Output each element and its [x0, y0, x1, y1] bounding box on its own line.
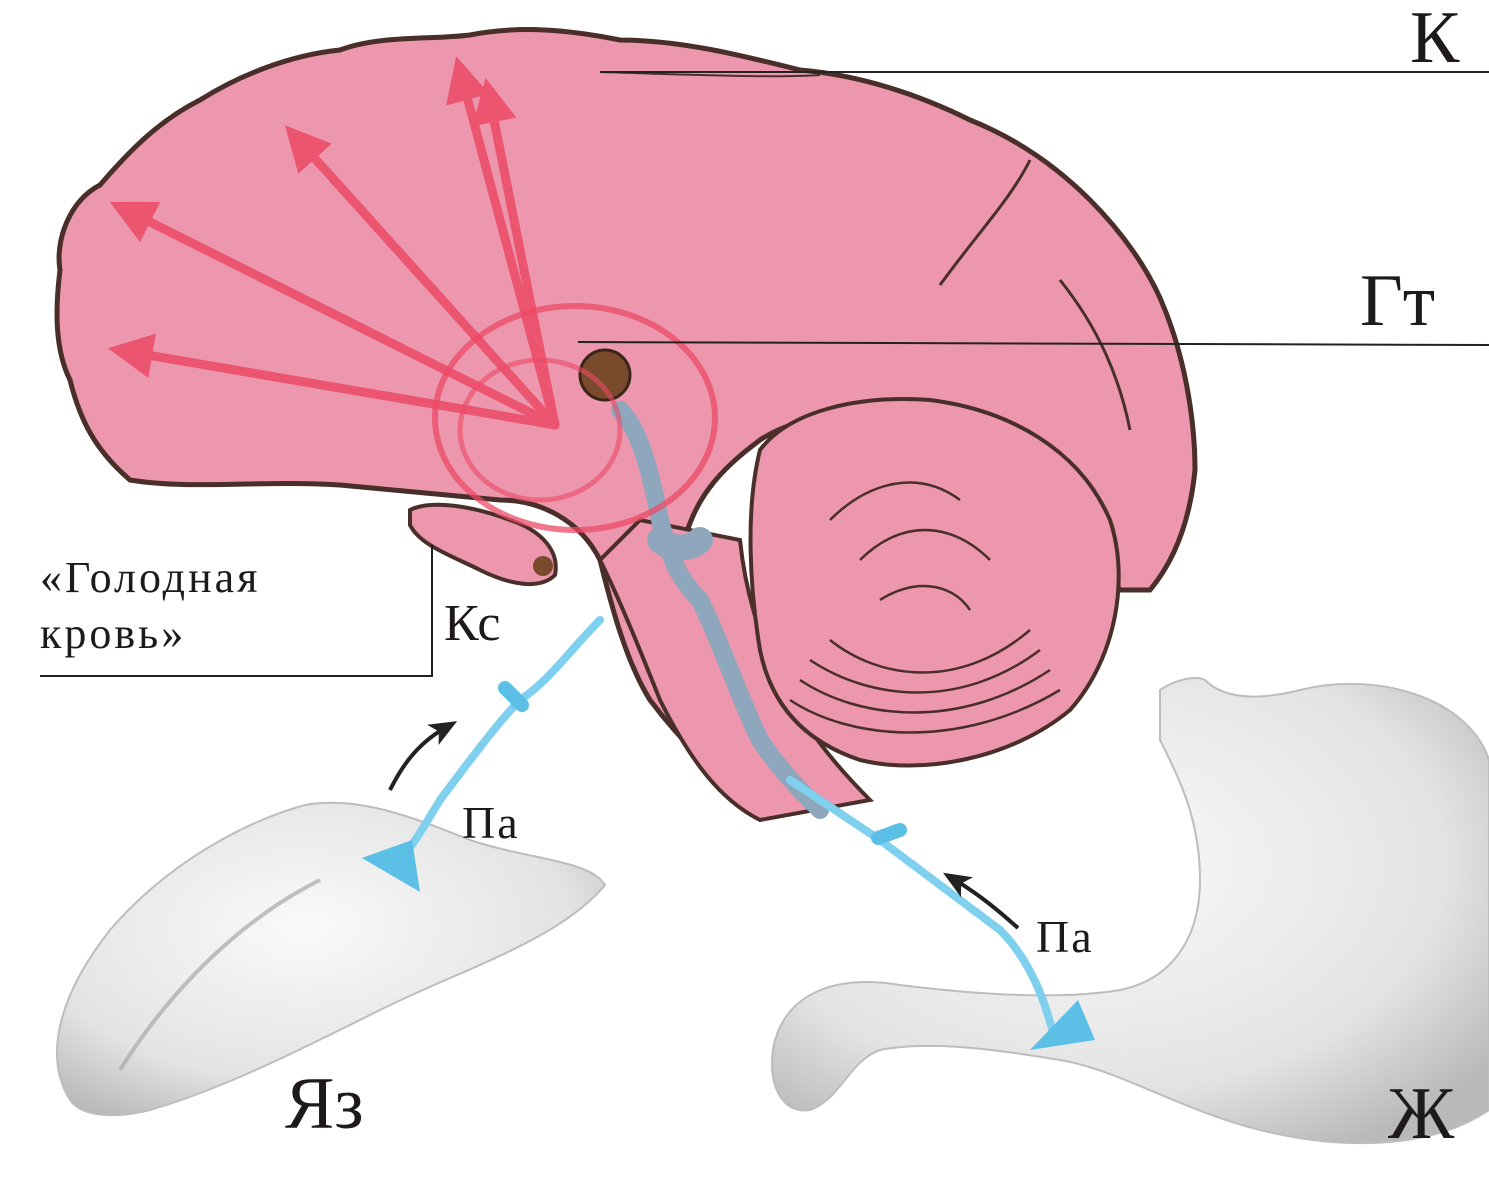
cerebellum: [751, 399, 1119, 765]
label-carotid-sinus: Кс: [444, 595, 500, 652]
label-afferent-tongue: Па: [462, 797, 520, 848]
label-hungry-blood-line2: кровь»: [40, 609, 186, 658]
label-hypothalamus: Гт: [1360, 260, 1435, 342]
label-hungry-blood-line1: «Голодная: [40, 553, 260, 602]
label-afferent-stomach: Па: [1036, 911, 1094, 962]
label-tongue: Яз: [285, 1063, 364, 1145]
label-cortex: К: [1410, 0, 1460, 79]
direction-arrow-tongue: [390, 728, 445, 790]
label-stomach: Ж: [1388, 1073, 1455, 1155]
